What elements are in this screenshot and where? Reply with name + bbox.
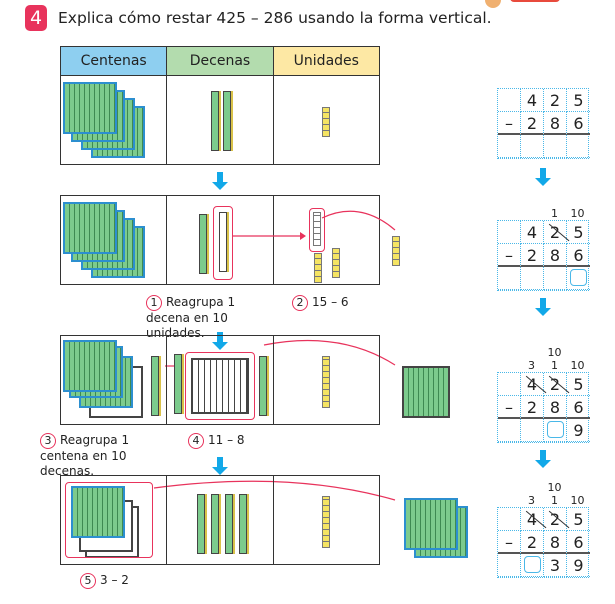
row-step3 [60,335,450,425]
top-digit: 2 [544,89,567,112]
bottom-digit: 8 [544,112,567,135]
header-centenas: Centenas [61,47,168,75]
answer-box[interactable] [544,419,567,442]
result-digit [544,267,567,290]
top-digit: 5 [567,221,590,244]
row-step1 [60,195,400,285]
down-arrow-icon [535,298,551,316]
carry-digit: 3 [528,494,535,507]
top-digit [498,373,521,396]
top-digit: 2 [544,508,567,531]
result-digit [521,135,544,158]
decoration [485,0,501,8]
result-digit: 9 [567,419,590,442]
bottom-digit: – [498,396,521,419]
top-digit: 4 [521,221,544,244]
carry-digit: 10 [570,494,585,507]
bottom-digit: – [498,531,521,554]
bottom-digit: 2 [521,531,544,554]
answer-box[interactable] [521,554,544,577]
bottom-digit: 6 [567,396,590,419]
down-arrow-icon [535,168,551,186]
bottom-digit: 6 [567,112,590,135]
top-digit: 4 [521,89,544,112]
down-arrow-icon [212,172,228,190]
bottom-digit: 2 [521,396,544,419]
top-digit [498,221,521,244]
top-digit: 4 [521,508,544,531]
place-value-header: Centenas Decenas Unidades [60,46,380,76]
tens-cell [167,76,274,164]
hundreds-cell [61,76,168,164]
top-digit [498,89,521,112]
carry-digit: 1 [551,207,558,220]
bottom-digit: 2 [521,244,544,267]
result-digit [498,267,521,290]
result-digit [498,554,521,577]
result-digit: 3 [544,554,567,577]
top-digit: 5 [567,89,590,112]
carry-digit: 1 [551,359,558,372]
instruction: Explica cómo restar 425 – 286 usando la … [58,9,492,27]
result-digit [567,135,590,158]
decoration [510,0,560,2]
result-digit [521,419,544,442]
carry-digit: 1 [551,494,558,507]
down-arrow-icon [535,450,551,468]
top-digit: 5 [567,373,590,396]
down-arrow-icon [212,332,228,350]
bottom-digit: 2 [521,112,544,135]
top-digit: 5 [567,508,590,531]
top-digit: 2 [544,221,567,244]
carry-digit: 10 [570,359,585,372]
bottom-digit: 8 [544,396,567,419]
result-digit [544,135,567,158]
carry-digit: 10 [547,346,562,359]
answer-box[interactable] [567,267,590,290]
bottom-digit: 6 [567,531,590,554]
units-cell [274,76,379,164]
row-step5 [60,475,468,565]
result-digit [498,419,521,442]
top-digit: 4 [521,373,544,396]
bottom-digit: – [498,112,521,135]
header-decenas: Decenas [167,47,274,75]
top-digit: 2 [544,373,567,396]
result-digit: 9 [567,554,590,577]
top-digit [498,508,521,531]
bottom-digit: 6 [567,244,590,267]
row-initial [60,75,380,165]
down-arrow-icon [212,457,228,475]
exercise-number: 4 [25,5,47,31]
carry-digit: 10 [570,207,585,220]
bottom-digit: 8 [544,244,567,267]
result-digit [498,135,521,158]
hundred-blocks [63,82,117,134]
bottom-digit: 8 [544,531,567,554]
carry-digit: 3 [528,359,535,372]
header-unidades: Unidades [273,47,379,75]
carry-digit: 10 [547,481,562,494]
result-digit [521,267,544,290]
bottom-digit: – [498,244,521,267]
